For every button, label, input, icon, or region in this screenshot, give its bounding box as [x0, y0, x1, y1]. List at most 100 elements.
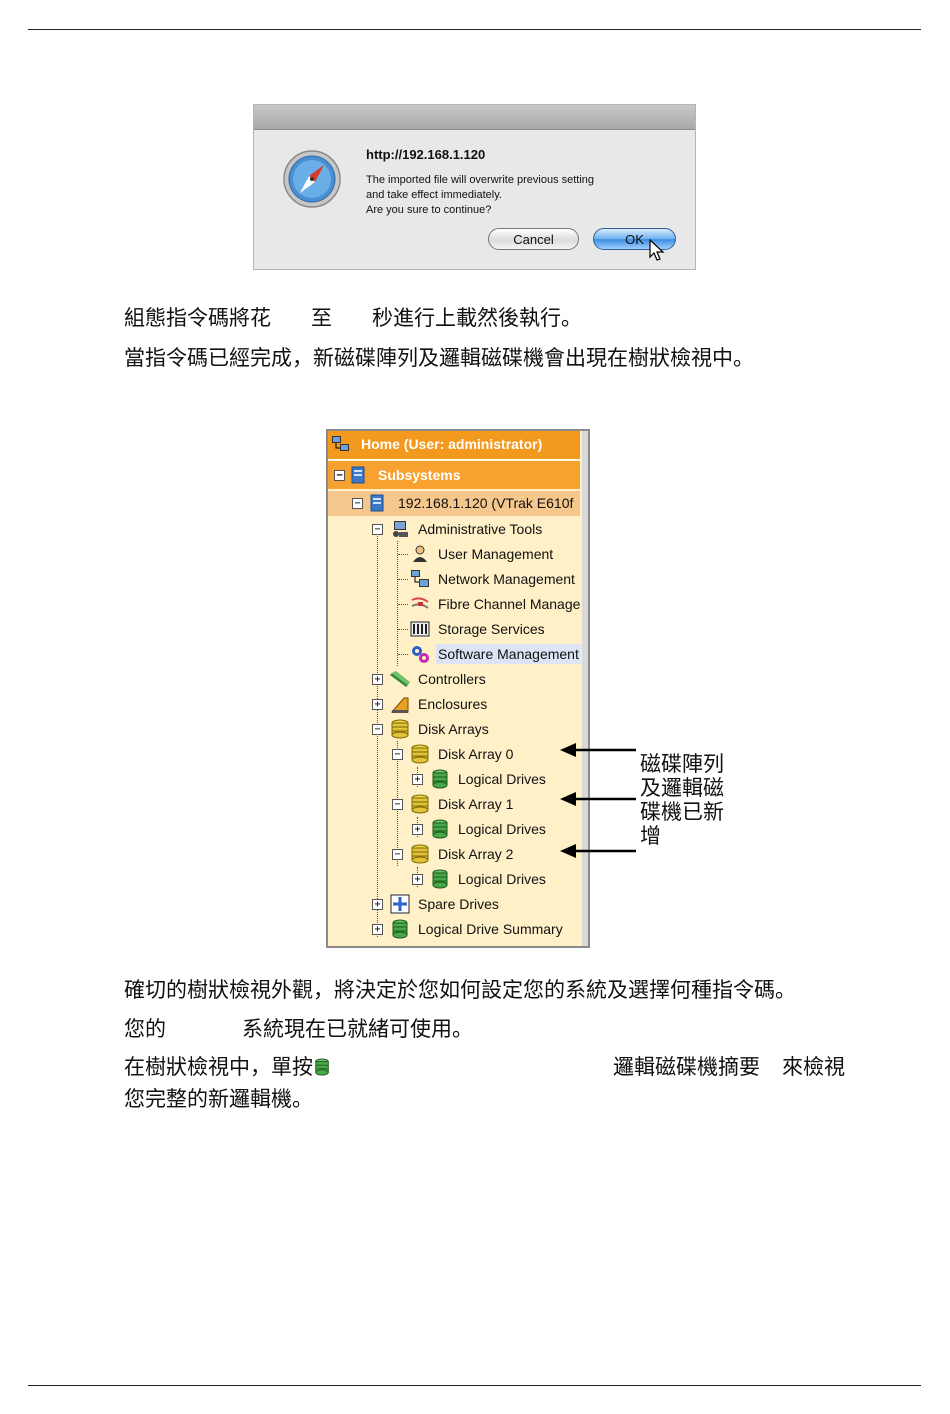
dialog-titlebar[interactable]: [254, 105, 695, 130]
logical-drive-icon: [315, 1058, 329, 1076]
expand-toggle[interactable]: +: [372, 674, 383, 685]
tree-subsystem-ip-row[interactable]: − 192.168.1.120 (VTrak E610f: [328, 491, 580, 516]
collapse-toggle[interactable]: −: [372, 524, 383, 535]
paragraph-tree-appearance: 確切的樹狀檢視外觀，將決定於您如何設定您的系統及選擇何種指令碼。: [124, 978, 796, 1002]
paragraph-upload-time: 組態指令碼將花至秒進行上載然後執行。: [124, 302, 582, 332]
gears-icon: [412, 646, 429, 663]
logical-drive-icon: [432, 819, 448, 839]
spare-drive-icon: [390, 894, 410, 914]
tree-item-label: Controllers: [418, 671, 486, 687]
disk-array-icon: [411, 844, 429, 864]
tree-item-label: Logical Drives: [458, 821, 546, 837]
collapse-toggle[interactable]: −: [334, 470, 345, 481]
collapse-toggle[interactable]: −: [392, 799, 403, 810]
tree-item-logical-drives[interactable]: + Logical Drives: [328, 817, 580, 841]
user-icon: [413, 545, 427, 562]
dialog-message: The imported file will overwrite previou…: [366, 173, 594, 218]
paragraph-view-summary-cont: 您完整的新邏輯機。: [124, 1087, 313, 1111]
tree-item-logical-drives[interactable]: + Logical Drives: [328, 767, 580, 791]
tree-item-admin-tools[interactable]: − Administrative Tools: [328, 517, 580, 541]
tree-guide: [398, 554, 408, 555]
paragraph-system-ready: 您的系統現在已就緒可使用。: [124, 1013, 473, 1043]
storage-services-icon: [410, 621, 430, 637]
tree-guide: [397, 541, 398, 666]
tree-item-label: Logical Drive Summary: [418, 921, 563, 937]
tree-item-controllers[interactable]: + Controllers: [328, 667, 580, 691]
text: 至: [311, 306, 332, 330]
tree-item-logical-drives[interactable]: + Logical Drives: [328, 867, 580, 891]
annotation-line: 及邏輯磁: [640, 776, 724, 800]
tree-item-network-management[interactable]: Network Management: [328, 567, 580, 591]
tree-item-spare-drives[interactable]: + Spare Drives: [328, 892, 580, 916]
network-icon: [411, 570, 429, 587]
arrow-left-icon: [560, 743, 636, 757]
tree-item-label: Logical Drives: [458, 771, 546, 787]
collapse-toggle[interactable]: −: [392, 849, 403, 860]
disk-array-icon: [411, 794, 429, 814]
tree-item-disk-arrays[interactable]: − Disk Arrays: [328, 717, 580, 741]
top-rule: [28, 29, 921, 30]
controller-icon: [390, 671, 410, 687]
tree-item-enclosures[interactable]: + Enclosures: [328, 692, 580, 716]
text: 在樹狀檢視中，單按: [124, 1055, 313, 1079]
tree-item-label: Storage Services: [438, 621, 545, 637]
collapse-toggle[interactable]: −: [352, 498, 363, 509]
paragraph-script-complete: 當指令碼已經完成，新磁碟陣列及邏輯磁碟機會出現在樹狀檢視中。: [124, 346, 754, 370]
enclosure-icon: [390, 697, 409, 713]
expand-toggle[interactable]: +: [372, 699, 383, 710]
subsystem-icon: [370, 494, 384, 512]
tree-guide: [398, 629, 408, 630]
tree-item-label: Enclosures: [418, 696, 488, 712]
tree-item-label: Fibre Channel Manage: [438, 596, 581, 612]
tree-guide: [398, 604, 408, 605]
tree-item-user-management[interactable]: User Management: [328, 542, 580, 566]
dialog-message-line: and take effect immediately.: [366, 189, 502, 201]
bottom-rule: [28, 1385, 921, 1386]
expand-toggle[interactable]: +: [412, 874, 423, 885]
text: 組態指令碼將花: [124, 306, 271, 330]
annotation-line: 碟機已新: [640, 800, 724, 824]
tree-item-logical-drive-summary[interactable]: + Logical Drive Summary: [328, 917, 580, 941]
logical-drive-icon: [432, 769, 448, 789]
tree-item-software-management[interactable]: Software Management: [328, 642, 581, 666]
expand-toggle[interactable]: +: [372, 899, 383, 910]
tree-home-row[interactable]: Home (User: administrator): [328, 431, 580, 460]
tree-item-label: Administrative Tools: [418, 521, 543, 537]
collapse-toggle[interactable]: −: [392, 749, 403, 760]
tree-item-disk-array-1[interactable]: − Disk Array 1: [328, 792, 580, 816]
logical-drive-icon: [392, 919, 408, 939]
tree-subsystems-label: Subsystems: [378, 467, 461, 483]
subsystem-icon: [351, 466, 365, 484]
disk-array-icon: [411, 744, 429, 764]
dialog-message-line: Are you sure to continue?: [366, 204, 492, 216]
tree-guide: [398, 579, 408, 580]
collapse-toggle[interactable]: −: [372, 724, 383, 735]
tree-guide: [398, 654, 408, 655]
tree-item-label: Disk Array 1: [438, 796, 514, 812]
tree-item-label: Disk Array 0: [438, 746, 514, 762]
expand-toggle[interactable]: +: [412, 824, 423, 835]
disk-arrays-icon: [391, 719, 409, 739]
expand-toggle[interactable]: +: [412, 774, 423, 785]
dialog-message-line: The imported file will overwrite previou…: [366, 174, 595, 186]
import-confirm-dialog: http://192.168.1.120 The imported file w…: [253, 104, 696, 270]
tree-item-label: Network Management: [438, 571, 575, 587]
tree-item-label: Software Management: [436, 644, 581, 664]
home-network-icon: [332, 436, 349, 451]
arrow-left-icon: [560, 844, 636, 858]
text: 來檢視: [782, 1055, 845, 1079]
tree-item-storage-services[interactable]: Storage Services: [328, 617, 580, 641]
tree-subsystems-row[interactable]: − Subsystems: [328, 461, 580, 489]
tree-item-label: Disk Arrays: [418, 721, 489, 737]
tree-scrollbar[interactable]: [582, 431, 588, 946]
expand-toggle[interactable]: +: [372, 924, 383, 935]
tree-item-label: User Management: [438, 546, 554, 562]
tree-item-disk-array-0[interactable]: − Disk Array 0: [328, 742, 580, 766]
tree-item-fibre-channel[interactable]: Fibre Channel Manage: [328, 592, 580, 616]
tree-item-disk-array-2[interactable]: − Disk Array 2: [328, 842, 580, 866]
tree-subsystem-ip-label: 192.168.1.120 (VTrak E610f: [398, 495, 574, 511]
text: 邏輯磁碟機摘要: [613, 1055, 760, 1079]
cancel-button[interactable]: Cancel: [488, 228, 579, 250]
annotation-line: 增: [640, 824, 661, 848]
tree-item-label: Spare Drives: [418, 896, 499, 912]
